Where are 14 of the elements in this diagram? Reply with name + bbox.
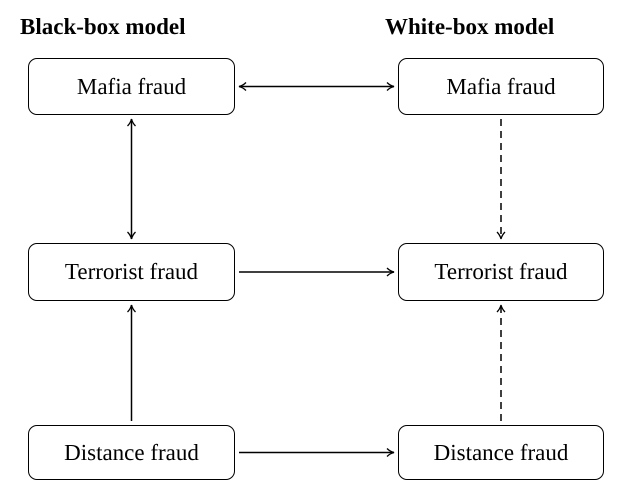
node-label: Terrorist fraud	[434, 259, 568, 285]
process-box	[28, 425, 235, 480]
node-label: Mafia fraud	[446, 74, 556, 100]
node-label: Distance fraud	[434, 440, 568, 466]
node-label: Mafia fraud	[76, 74, 186, 100]
column-heading: Black-box model	[20, 14, 186, 40]
node-label: Distance fraud	[64, 440, 199, 466]
process-box	[398, 243, 604, 301]
process-box	[398, 58, 604, 115]
process-box	[28, 58, 235, 115]
node-label: Terrorist fraud	[64, 259, 198, 285]
process-box	[398, 425, 604, 480]
column-heading: White-box model	[385, 14, 554, 40]
process-box	[28, 243, 235, 301]
